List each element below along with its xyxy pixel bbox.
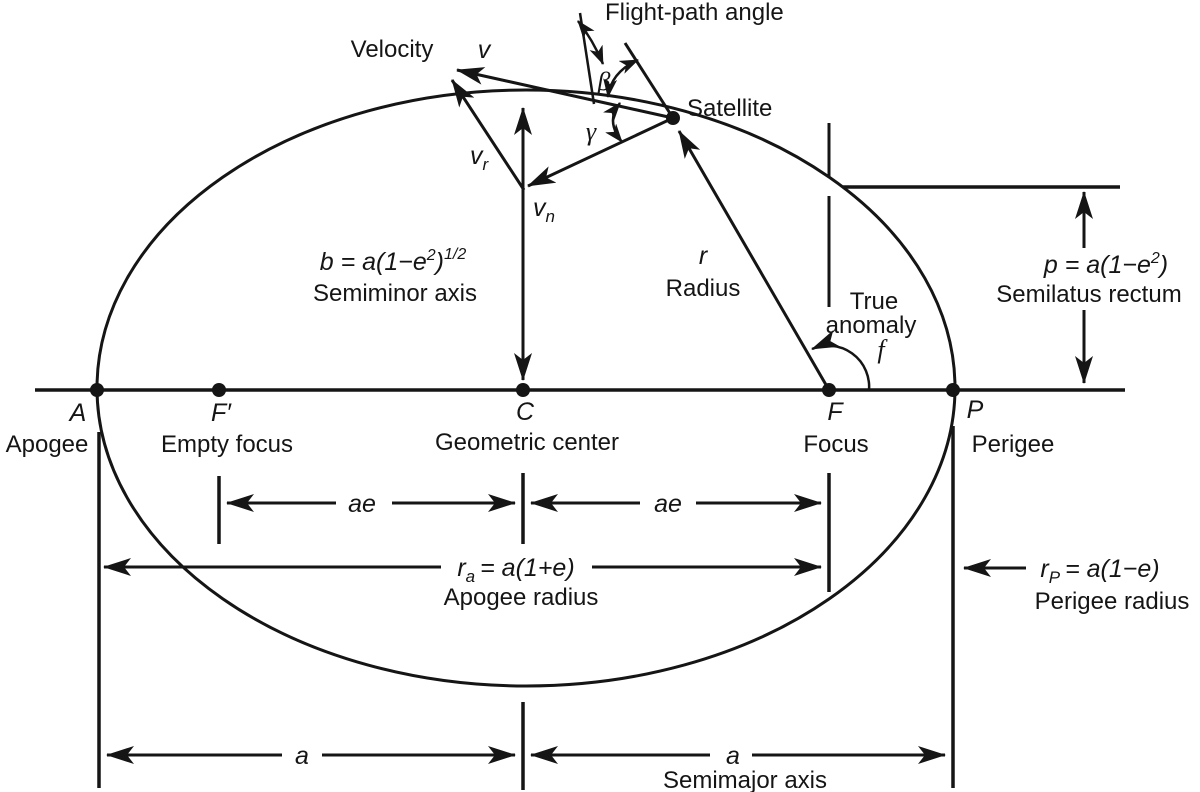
semimajor-caption: Semimajor axis [663, 767, 827, 792]
gamma-angle-arc [603, 102, 623, 143]
apogee-symbol: A [68, 399, 87, 427]
flight-path-curved-arrow [577, 20, 605, 65]
flight-path-angle-label: Flight-path angle [605, 0, 784, 26]
semiminor-axis-group: b = a(1−e2)1/2 Semiminor axis [313, 107, 532, 381]
radius-group: r Radius [666, 130, 831, 391]
true-anomaly-symbol: f [877, 335, 888, 364]
apogee-label: Apogee [6, 431, 89, 458]
gamma-label: γ [586, 117, 597, 146]
focus-label: Focus [803, 431, 868, 458]
focus-symbol: F [827, 398, 844, 426]
perigee-radius-caption: Perigee radius [1035, 588, 1190, 615]
radius-vector [677, 130, 831, 391]
velocity-vector [456, 67, 674, 120]
ae-right-label: ae [654, 490, 682, 518]
velocity-symbol: v [478, 36, 492, 64]
perigee-radius-group: rP= a(1−e) Perigee radius [963, 555, 1190, 615]
radius-symbol: r [699, 242, 709, 270]
normal-velocity-label: vn [533, 194, 555, 226]
axis-labels-group: A Apogee F′ Empty focus C Geometric cent… [6, 396, 1055, 458]
ae-dimension-group: ae ae [217, 473, 831, 592]
center-point [516, 383, 530, 397]
semimajor-dimension-group: a a Semimajor axis [97, 426, 955, 792]
true-anomaly-label-line1: True [850, 288, 898, 315]
perigee-label: Perigee [972, 431, 1055, 458]
apogee-radius-formula: ra= a(1+e) [457, 554, 574, 586]
perigee-radius-formula: rP= a(1−e) [1040, 555, 1159, 587]
center-label: Geometric center [435, 429, 619, 456]
ae-left-label: ae [348, 490, 376, 518]
radial-velocity-vector [450, 79, 526, 191]
semilatus-formula: p = a(1−e2) [1043, 250, 1168, 279]
empty-focus-label: Empty focus [161, 431, 293, 458]
radius-label: Radius [666, 275, 741, 302]
empty-focus-point [212, 383, 226, 397]
perigee-point [946, 383, 960, 397]
perigee-symbol: P [967, 396, 984, 424]
true-anomaly-label-line2: anomaly [826, 312, 917, 339]
beta-label: β [597, 67, 611, 96]
semiminor-caption: Semiminor axis [313, 280, 477, 307]
apogee-point [90, 383, 104, 397]
velocity-group: Flight-path angle Velocity v Satellite β… [351, 0, 784, 226]
center-symbol: C [516, 398, 535, 426]
semilatus-caption: Semilatus rectum [996, 281, 1181, 308]
velocity-label: Velocity [351, 36, 434, 63]
apogee-radius-caption: Apogee radius [444, 584, 599, 611]
true-anomaly-group: True anomaly f [811, 288, 917, 391]
a-left-label: a [295, 742, 309, 770]
a-right-label: a [726, 742, 740, 770]
semilatus-rectum-group: p = a(1−e2) Semilatus rectum [827, 123, 1182, 384]
radial-velocity-label: vr [470, 142, 490, 174]
normal-velocity-vector [527, 116, 674, 188]
beta-angle-arc [603, 58, 639, 98]
empty-focus-symbol: F′ [211, 399, 232, 427]
satellite-label: Satellite [687, 95, 772, 122]
local-vertical-line [623, 42, 675, 119]
semiminor-formula: b = a(1−e2)1/2 [320, 246, 467, 276]
apogee-radius-group: ra= a(1+e) Apogee radius [103, 554, 822, 611]
true-anomaly-arc [811, 330, 871, 391]
